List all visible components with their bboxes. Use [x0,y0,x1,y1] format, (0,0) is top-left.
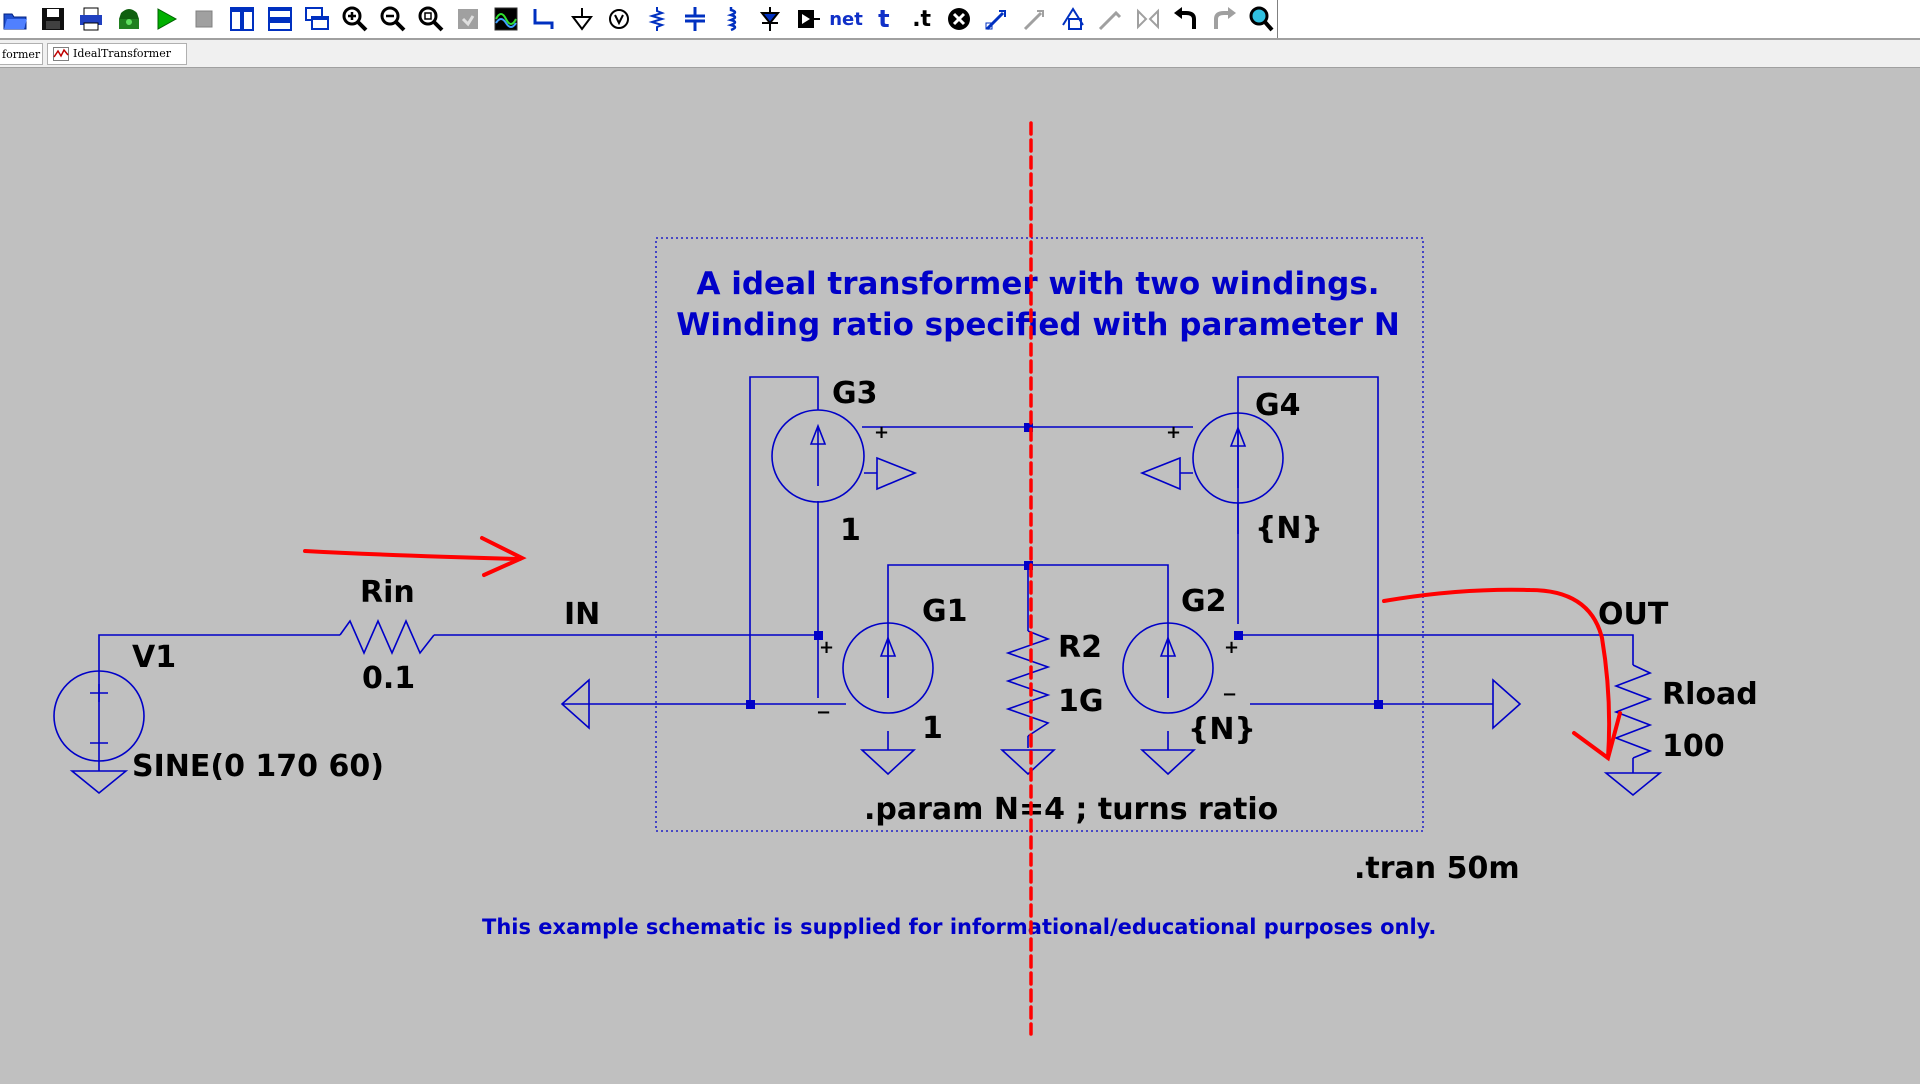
signal-ground-left [560,678,590,730]
duplicate-icon[interactable] [982,4,1013,35]
main-toolbar: net t .t [0,0,1278,38]
red-input-arrow [303,536,527,577]
g2-value-label: {N} [1188,712,1256,747]
g3-value-label: 1 [840,513,861,548]
rotate-icon[interactable] [1095,4,1126,35]
g2-name-label: G2 [1181,584,1227,619]
tile-horizontal-icon[interactable] [264,4,295,35]
rload-resistor[interactable] [1613,664,1653,759]
spice-directive-button[interactable]: .t [912,6,932,32]
cascade-icon[interactable] [302,4,333,35]
print-icon[interactable] [76,4,107,35]
document-tab-bar: former IdealTransformer [0,40,1920,68]
schematic-drawing[interactable]: + + − + + − A ideal transformer with two… [0,68,1920,1080]
rin-resistor[interactable] [339,619,435,655]
tab-former[interactable]: former [0,43,43,65]
param-directive[interactable]: .param N=4 ; turns ratio [864,792,1278,827]
tab-label: former [2,48,41,61]
run-icon[interactable] [151,4,182,35]
tile-vertical-icon[interactable] [227,4,258,35]
wires [98,376,1634,773]
resistor-icon[interactable] [642,4,673,35]
svg-text:+: + [874,422,889,443]
net-in-label: IN [564,597,600,632]
svg-text:+: + [1166,422,1181,443]
title-line-2: Winding ratio specified with parameter N [676,307,1400,343]
r2-resistor[interactable] [1005,630,1051,737]
zoom-fit-icon[interactable] [415,4,446,35]
g4-current-source[interactable] [1139,412,1284,504]
toolbar-divider [0,38,1920,40]
rin-name-label: Rin [360,575,415,610]
rin-value-label: 0.1 [362,661,415,696]
drag-icon[interactable] [1057,4,1088,35]
svg-text:−: − [1222,684,1237,705]
v1-value-label: SINE(0 170 60) [132,749,384,784]
label-net-icon[interactable] [604,4,635,35]
polarity-marks: + + − + + − [816,422,1239,723]
halt-icon[interactable] [189,4,220,35]
g4-value-label: {N} [1255,511,1323,546]
net-label-button[interactable]: net [829,8,863,30]
red-annotations [303,121,1622,1036]
mirror-icon[interactable] [1133,4,1164,35]
waveform-icon[interactable] [491,4,522,35]
svg-text:+: + [1224,637,1239,658]
zoom-in-icon[interactable] [340,4,371,35]
g3-name-label: G3 [832,376,878,411]
inductor-icon[interactable] [717,4,748,35]
red-output-arrow [1382,587,1622,762]
wire-icon[interactable] [529,4,560,35]
tab-idealtransformer[interactable]: IdealTransformer [47,43,187,65]
zoom-out-icon[interactable] [378,4,409,35]
control-panel-icon[interactable] [113,4,144,35]
rload-name-label: Rload [1662,677,1758,712]
junctions [746,423,1383,709]
r2-name-label: R2 [1058,630,1102,665]
g3-current-source[interactable] [771,409,918,503]
text-button[interactable]: t [878,5,890,33]
diode-icon[interactable] [755,4,786,35]
r2-value-label: 1G [1058,684,1104,719]
find-icon[interactable] [1246,4,1277,35]
grounds [69,749,1663,797]
toolbar-empty-area [1278,0,1920,38]
redo-icon[interactable] [1208,4,1239,35]
g4-name-label: G4 [1255,388,1301,423]
undo-icon[interactable] [1171,4,1202,35]
svg-text:+: + [819,637,834,658]
waveform-tab-icon [53,47,69,61]
open-folder-icon[interactable] [0,4,31,35]
rload-value-label: 100 [1662,729,1725,764]
zoom-cancel-icon[interactable] [453,4,484,35]
schematic-canvas[interactable]: + + − + + − A ideal transformer with two… [0,68,1920,1080]
save-icon[interactable] [38,4,69,35]
net-out-label: OUT [1598,597,1669,632]
g2-current-source[interactable] [1122,622,1214,714]
capacitor-icon[interactable] [680,4,711,35]
tab-label: IdealTransformer [73,47,172,60]
ground-icon[interactable] [566,4,597,35]
g1-current-source[interactable] [842,622,934,714]
disclaimer-text: This example schematic is supplied for i… [482,915,1436,939]
signal-ground-right [1492,678,1522,730]
title-line-1: A ideal transformer with two windings. [696,266,1379,302]
move-icon[interactable] [1020,4,1051,35]
tran-directive[interactable]: .tran 50m [1354,851,1520,886]
component-icon[interactable] [793,4,824,35]
svg-text:−: − [816,702,831,723]
v1-voltage-source[interactable] [53,670,145,762]
g1-value-label: 1 [922,711,943,746]
v1-name-label: V1 [132,640,176,675]
delete-icon[interactable] [944,4,975,35]
g1-name-label: G1 [922,594,968,629]
